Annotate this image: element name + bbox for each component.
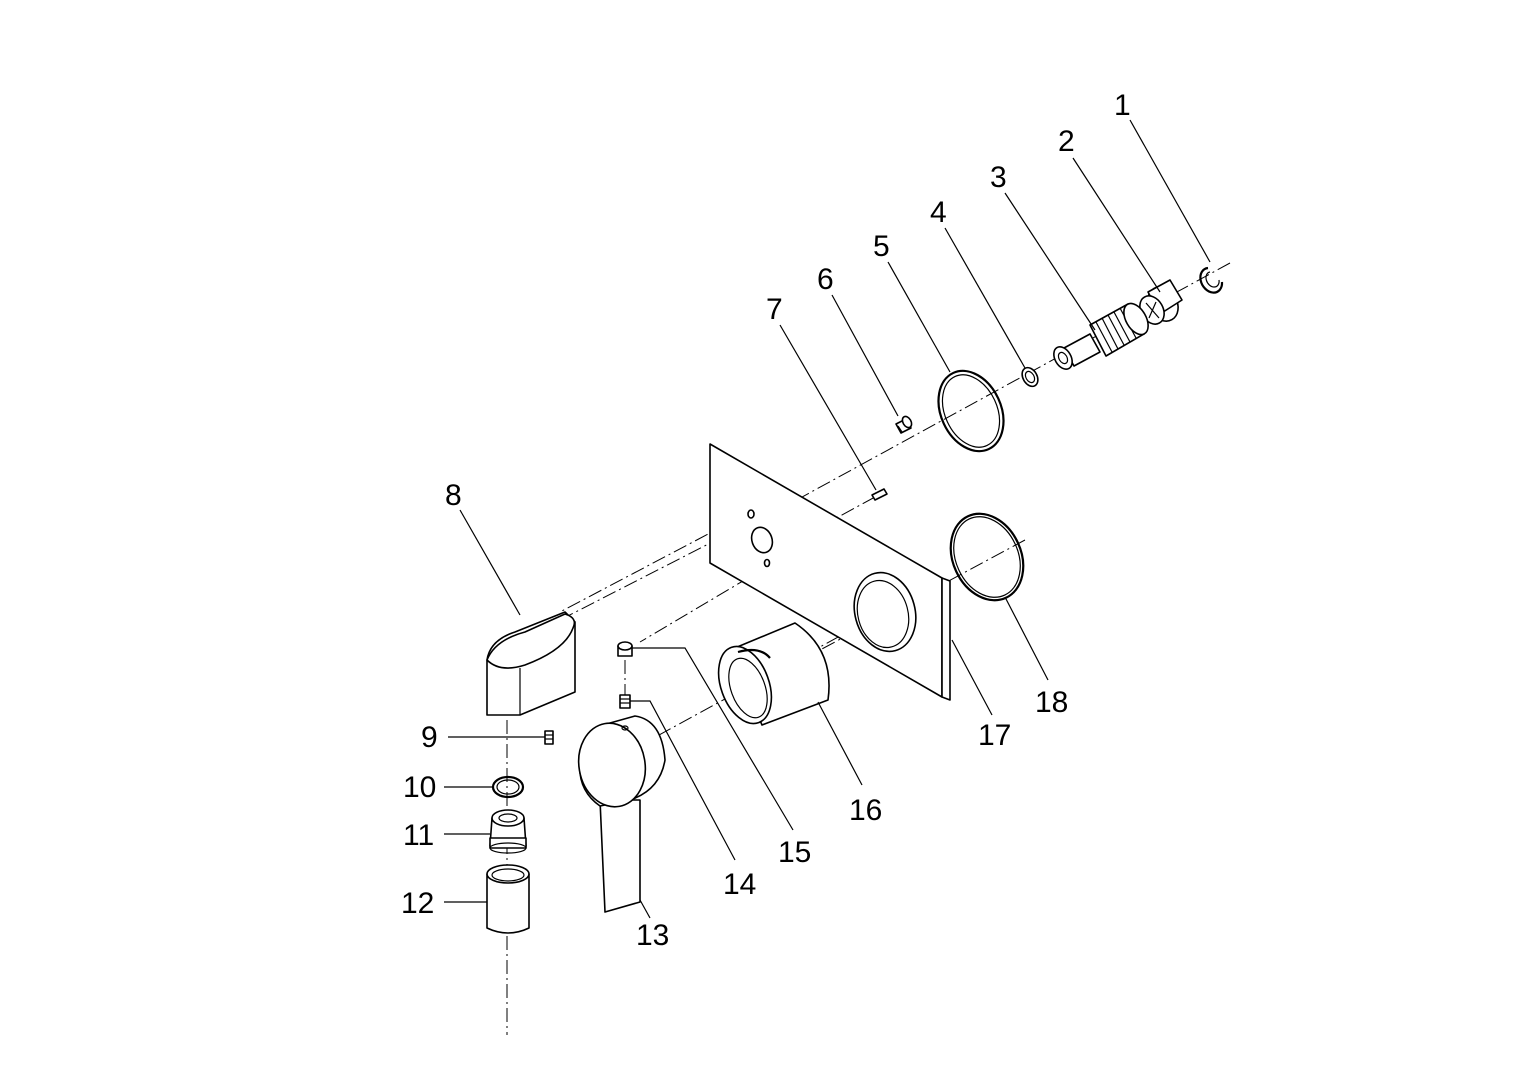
callout-18: 18	[1035, 686, 1068, 719]
callout-labels: 1 2 3 4 5 6 7 8 9 10 11 12 13 14 15 16 1…	[401, 89, 1131, 952]
callout-6: 6	[817, 263, 834, 296]
part-15-cap-screw	[617, 641, 633, 657]
leader-14	[630, 700, 736, 861]
leader-17	[951, 639, 993, 716]
leader-18	[1004, 596, 1049, 681]
leader-15	[632, 647, 794, 831]
leader-4	[944, 227, 1026, 369]
callout-16: 16	[849, 794, 882, 827]
callout-11: 11	[403, 819, 434, 852]
part-13-lever-handle	[577, 715, 666, 913]
leader-8	[459, 509, 521, 616]
part-8-handle-body	[486, 611, 576, 716]
part-11-adapter	[489, 809, 527, 854]
callout-12: 12	[401, 887, 434, 920]
leader-16	[817, 701, 863, 786]
part-10-o-ring	[491, 775, 525, 799]
leader-3	[1004, 192, 1096, 331]
callout-3: 3	[990, 161, 1007, 194]
part-1-circlip	[1199, 266, 1224, 294]
leader-7	[779, 324, 877, 491]
part-4-small-o-ring	[1021, 366, 1039, 388]
part-9-grub-screw	[544, 730, 554, 745]
callout-9: 9	[421, 721, 438, 754]
part-5-large-o-ring	[937, 369, 1005, 453]
callout-8: 8	[445, 479, 462, 512]
callout-2: 2	[1058, 125, 1075, 158]
leader-6	[831, 294, 899, 417]
part-2-cartridge-head	[1139, 279, 1183, 325]
leader-13	[639, 899, 651, 919]
axis-ring-16	[649, 624, 861, 741]
callout-13: 13	[636, 919, 669, 952]
part-3-threaded-cartridge	[1053, 302, 1149, 370]
axis-handle-body	[559, 514, 766, 621]
part-16-escutcheon-sleeve	[717, 622, 830, 726]
part-17-cover-plate	[709, 443, 951, 701]
part-6-screw	[895, 415, 913, 434]
part-14-set-screw	[619, 694, 631, 709]
callout-10: 10	[403, 771, 436, 804]
callout-7: 7	[766, 293, 783, 326]
leader-1	[1129, 119, 1211, 263]
part-7-pin	[871, 488, 888, 501]
part-12-sleeve	[486, 864, 530, 934]
callout-15: 15	[778, 836, 811, 869]
callout-1: 1	[1114, 89, 1131, 122]
leader-lines	[444, 119, 1211, 919]
callout-5: 5	[873, 230, 890, 263]
part-18-plate-o-ring	[949, 512, 1025, 602]
leader-2	[1072, 157, 1161, 293]
callout-14: 14	[723, 868, 756, 901]
leader-5	[887, 261, 951, 373]
callout-17: 17	[978, 719, 1011, 752]
callout-4: 4	[930, 196, 947, 229]
